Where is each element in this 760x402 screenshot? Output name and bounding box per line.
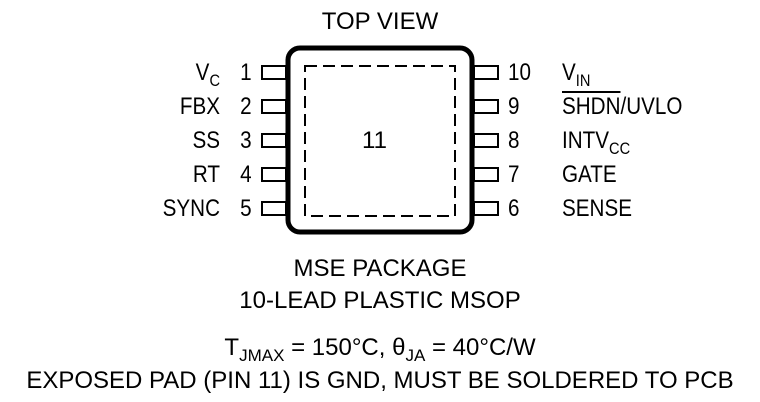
theta-subscript: JA	[405, 346, 426, 365]
left-pin-number: 1	[240, 59, 252, 86]
thermal-spec: TJMAX = 150°C, θJA = 40°C/W	[0, 334, 760, 365]
pin-9-lead	[473, 99, 499, 114]
left-pin-name: SYNC	[162, 195, 220, 222]
left-pin-name: VC	[134, 59, 220, 90]
pin-name-overlined: SHDN	[562, 91, 621, 120]
pin-name-subscript: CC	[609, 139, 631, 158]
pin-1-lead	[261, 65, 287, 80]
left-pin-name: FBX	[179, 93, 220, 120]
left-pin-name: SS	[192, 127, 220, 154]
right-pin-name: SHDN/UVLO	[562, 91, 683, 120]
right-pin-number: 6	[508, 195, 520, 222]
right-pin-number: 8	[508, 127, 520, 154]
theta-symbol: θ	[392, 334, 406, 361]
tjmax-symbol: T	[224, 334, 240, 361]
theta-value: = 40°C/W	[425, 334, 536, 361]
exposed-pad-outline	[304, 65, 456, 217]
left-pin-number: 2	[240, 93, 252, 120]
pin-name-main: INTV	[562, 127, 610, 154]
pin-10-lead	[473, 65, 499, 80]
pin-3-lead	[261, 133, 287, 148]
tjmax-value: = 150°C,	[284, 334, 393, 361]
pin-name-main: V	[195, 59, 210, 86]
right-pin-number: 7	[508, 161, 520, 188]
pin-name-suffix: /UVLO	[620, 93, 683, 120]
package-name: MSE PACKAGE	[293, 255, 467, 282]
right-pin-name: SENSE	[562, 195, 632, 222]
left-pin-leads	[261, 65, 287, 216]
pin-7-lead	[473, 167, 499, 182]
pin-name-main: V	[562, 59, 576, 86]
pin-6-lead	[473, 201, 499, 216]
left-pin-name: RT	[192, 161, 220, 188]
pin-5-lead	[261, 201, 287, 216]
right-pin-leads	[473, 65, 499, 216]
tjmax-subscript: JMAX	[239, 346, 285, 365]
package-description: 10-LEAD PLASTIC MSOP	[239, 287, 521, 314]
pin-name-subscript: C	[209, 71, 220, 90]
left-pin-number: 5	[240, 195, 252, 222]
right-pin-name: GATE	[562, 161, 617, 188]
package-body	[285, 45, 475, 235]
left-pin-number: 3	[240, 127, 252, 154]
exposed-pad-note: EXPOSED PAD (PIN 11) IS GND, MUST BE SOL…	[26, 367, 734, 394]
pin-4-lead	[261, 167, 287, 182]
exposed-pad-number: 11	[362, 127, 387, 154]
left-pin-number: 4	[240, 161, 252, 188]
right-pin-number: 9	[508, 93, 520, 120]
pin-8-lead	[473, 133, 499, 148]
right-pin-name: VIN	[562, 59, 590, 90]
top-view-title: TOP VIEW	[321, 8, 439, 35]
pin-2-lead	[261, 99, 287, 114]
pin-name-subscript: IN	[575, 71, 591, 90]
right-pin-name: INTVCC	[562, 127, 630, 158]
right-pin-number: 10	[508, 59, 531, 86]
